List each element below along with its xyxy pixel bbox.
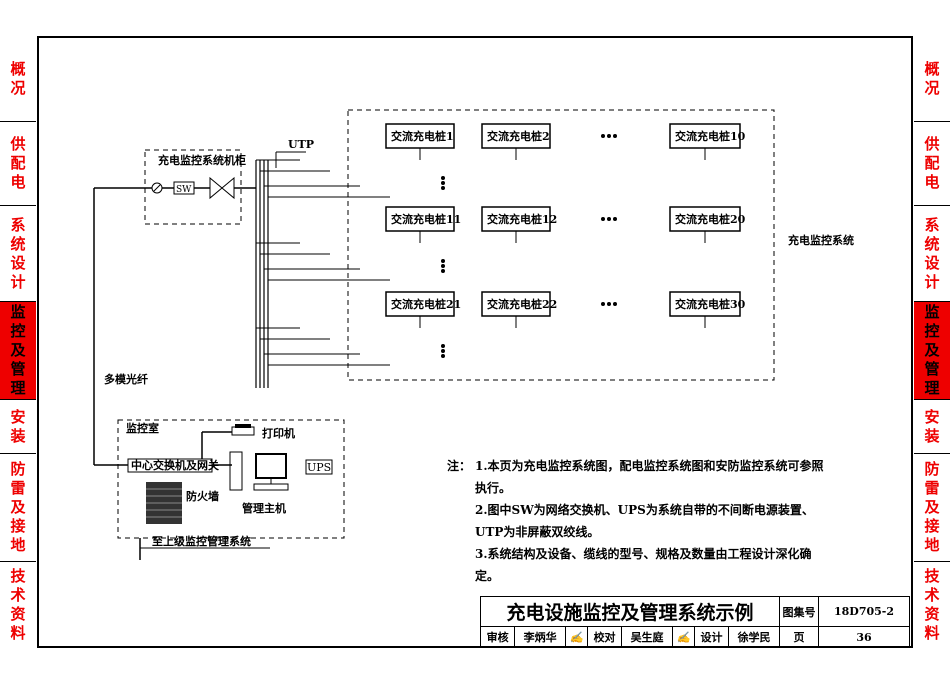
ellipsis-dot <box>441 259 445 263</box>
note-2: 2.图中SW为网络交换机、UPS为系统自带的不间断电源装置、UTP为非屏蔽双绞线… <box>475 503 814 539</box>
ups-label: UPS <box>307 461 331 474</box>
ellipsis-dot <box>441 181 445 185</box>
charger-box <box>385 206 455 232</box>
checker-signature: ✍ <box>671 626 695 648</box>
page-label: 页 <box>779 626 819 648</box>
charger-box <box>481 291 551 317</box>
tab-power-supply-right[interactable]: 供配电 <box>914 122 950 206</box>
reviewer-signature: ✍ <box>565 626 588 648</box>
tab-overview[interactable]: 概况 <box>0 36 36 122</box>
charger-label: 交流充电桩11 <box>391 212 461 226</box>
atlas-number: 18D705-2 <box>818 596 910 627</box>
ellipsis-dot <box>613 302 617 306</box>
tab-technical[interactable]: 技术资料 <box>10 567 26 642</box>
ellipsis-dot <box>607 217 611 221</box>
charger-label: 交流充电桩21 <box>391 297 461 311</box>
tab-monitoring[interactable]: 监控及管理 <box>0 302 36 400</box>
ellipsis-dot <box>613 217 617 221</box>
cabinet-label: 充电监控系统机柜 <box>158 153 246 167</box>
fiber-label: 多模光纤 <box>104 372 148 386</box>
check-label: 校对 <box>586 626 623 648</box>
firewall-icon <box>146 482 182 524</box>
ellipsis-dot <box>601 302 605 306</box>
tab-overview-right[interactable]: 概况 <box>914 36 950 122</box>
charger-box <box>385 291 455 317</box>
host-tower-icon <box>229 451 243 491</box>
room-label: 监控室 <box>126 421 159 435</box>
charger-label: 交流充电桩1 <box>391 129 454 143</box>
ellipsis-dot <box>441 344 445 348</box>
tab-lightning-right[interactable]: 防雷及接地 <box>914 454 950 562</box>
review-label: 审核 <box>479 626 516 648</box>
ellipsis-dot <box>601 217 605 221</box>
cabinet-box <box>144 149 242 225</box>
note-1: 1.本页为充电监控系统图，配电监控系统图和安防监控系统可参照执行。 <box>475 459 824 495</box>
monitor-icon <box>255 453 287 479</box>
charger-label: 交流充电桩12 <box>487 212 557 226</box>
tab-technical-right[interactable]: 技术资料 <box>924 567 940 642</box>
utp-label: UTP <box>288 138 314 151</box>
charger-box <box>385 123 455 149</box>
title-block: 充电设施监控及管理系统示例 图集号 18D705-2 审核 李炳华 ✍ 校对 吴… <box>479 596 910 648</box>
reviewer-name: 李炳华 <box>514 626 566 648</box>
checker-name: 吴生庭 <box>621 626 673 648</box>
charger-label: 交流充电桩20 <box>675 212 746 226</box>
ellipsis-dot <box>441 264 445 268</box>
ellipsis-dot <box>607 302 611 306</box>
tab-system-design-right[interactable]: 系统设计 <box>914 206 950 302</box>
drawing-title: 充电设施监控及管理系统示例 <box>480 596 780 627</box>
tab-installation-right[interactable]: 安装 <box>914 400 950 454</box>
ellipsis-dot <box>441 354 445 358</box>
tab-monitoring-right[interactable]: 监控及管理 <box>914 302 950 400</box>
switch-label: 中心交换机及网关 <box>131 458 219 472</box>
ellipsis-dot <box>441 269 445 273</box>
utp-bus <box>255 160 269 388</box>
ellipsis-dot <box>441 349 445 353</box>
right-section-tabs: 概况 供配电 系统设计 监控及管理 安装 防雷及接地 技术资料 <box>914 36 950 648</box>
charger-rows: 交流充电桩1 交流充电桩2 交流充电桩10 交流充电桩11 交流充电桩12 交流充电桩20… <box>256 123 746 366</box>
charger-label: 交流充电桩30 <box>675 297 746 311</box>
uplink-label: 至上级监控管理系统 <box>152 534 251 548</box>
printer-icon <box>231 426 255 436</box>
charger-label: 交流充电桩2 <box>487 129 550 143</box>
charger-label: 交流充电桩22 <box>487 297 557 311</box>
charger-label: 交流充电桩10 <box>675 129 746 143</box>
tab-installation[interactable]: 安装 <box>0 400 36 454</box>
drawing-frame <box>37 36 913 648</box>
tab-system-design[interactable]: 系统设计 <box>0 206 36 302</box>
page-number: 36 <box>818 626 910 648</box>
note-3: 3.系统结构及设备、缆线的型号、规格及数量由工程设计深化确定。 <box>475 547 812 583</box>
designer-name: 徐学民 <box>728 626 780 648</box>
atlas-label: 图集号 <box>779 596 819 627</box>
notes-prefix: 注： <box>447 459 472 473</box>
host-label: 管理主机 <box>242 501 286 515</box>
ellipsis-dot <box>613 134 617 138</box>
ellipsis-dot <box>441 176 445 180</box>
system-label: 充电监控系统 <box>788 233 854 247</box>
ups-box <box>305 459 333 475</box>
sw-label: SW <box>176 185 192 195</box>
printer-label: 打印机 <box>262 426 295 440</box>
design-label: 设计 <box>693 626 730 648</box>
ellipsis-dot <box>601 134 605 138</box>
charger-box <box>669 123 741 149</box>
ellipsis-dot <box>441 186 445 190</box>
patch-panel-icon <box>209 176 223 200</box>
left-section-tabs: 概况 供配电 系统设计 监控及管理 安装 防雷及接地 技术资料 <box>0 36 36 648</box>
ellipsis-dot <box>607 134 611 138</box>
monitoring-room <box>117 419 345 539</box>
system-boundary <box>347 109 775 381</box>
tab-power-supply[interactable]: 供配电 <box>0 122 36 206</box>
tab-lightning[interactable]: 防雷及接地 <box>0 454 36 562</box>
firewall-label: 防火墙 <box>186 489 219 503</box>
